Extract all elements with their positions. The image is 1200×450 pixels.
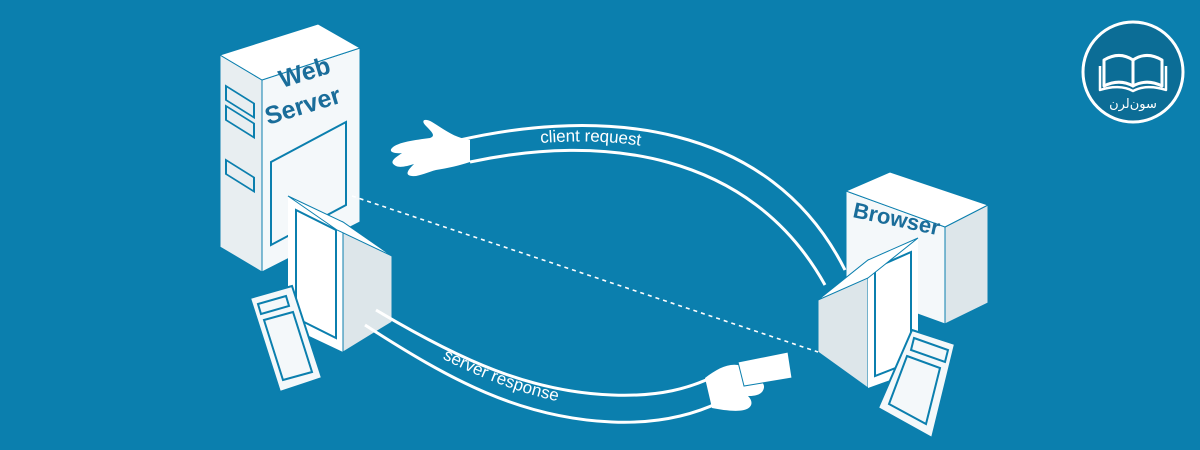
request-arm-outer: [459, 124, 847, 271]
request-label-text: client request: [540, 126, 643, 149]
response-arm-inner: [364, 323, 721, 424]
browser-keyboard-key: [909, 336, 950, 364]
server-monitor-top: [287, 195, 393, 257]
server-keyboard-key: [256, 294, 291, 316]
request-label: client request: [540, 126, 643, 149]
server-slot: [225, 84, 255, 120]
client-request-arrow: client request: [390, 119, 847, 286]
brand-logo: سون‌لرن: [1081, 20, 1185, 124]
server-monitor-screen-inner: [295, 208, 337, 340]
server-keyboard: [248, 284, 324, 394]
browser-keyboard-body: [876, 328, 957, 440]
connection-dashed-line: [351, 195, 819, 353]
server-slot: [225, 104, 255, 140]
response-label: server response: [440, 345, 560, 405]
open-book-icon: [1098, 54, 1168, 93]
server-top-face: [218, 23, 362, 81]
browser-keyboard-key: [887, 354, 942, 426]
logo-text: سون‌لرن: [1109, 97, 1157, 112]
response-document-icon: [737, 351, 793, 387]
browser-keyboard: [876, 328, 957, 440]
server-keyboard-key: [262, 310, 314, 382]
server-slot: [225, 158, 255, 194]
server-drive-bay: [270, 120, 347, 247]
request-arm-inner: [469, 148, 827, 286]
browser-tower-top: [844, 171, 990, 228]
response-label-text: server response: [440, 345, 560, 405]
web-server: Web Server: [218, 23, 362, 273]
browser-monitor-top: [817, 237, 919, 301]
response-arm-outer: [375, 308, 716, 397]
server-response-arrow: server response: [364, 308, 793, 424]
request-hand-icon: [390, 119, 470, 177]
response-hand-icon: [705, 364, 765, 411]
